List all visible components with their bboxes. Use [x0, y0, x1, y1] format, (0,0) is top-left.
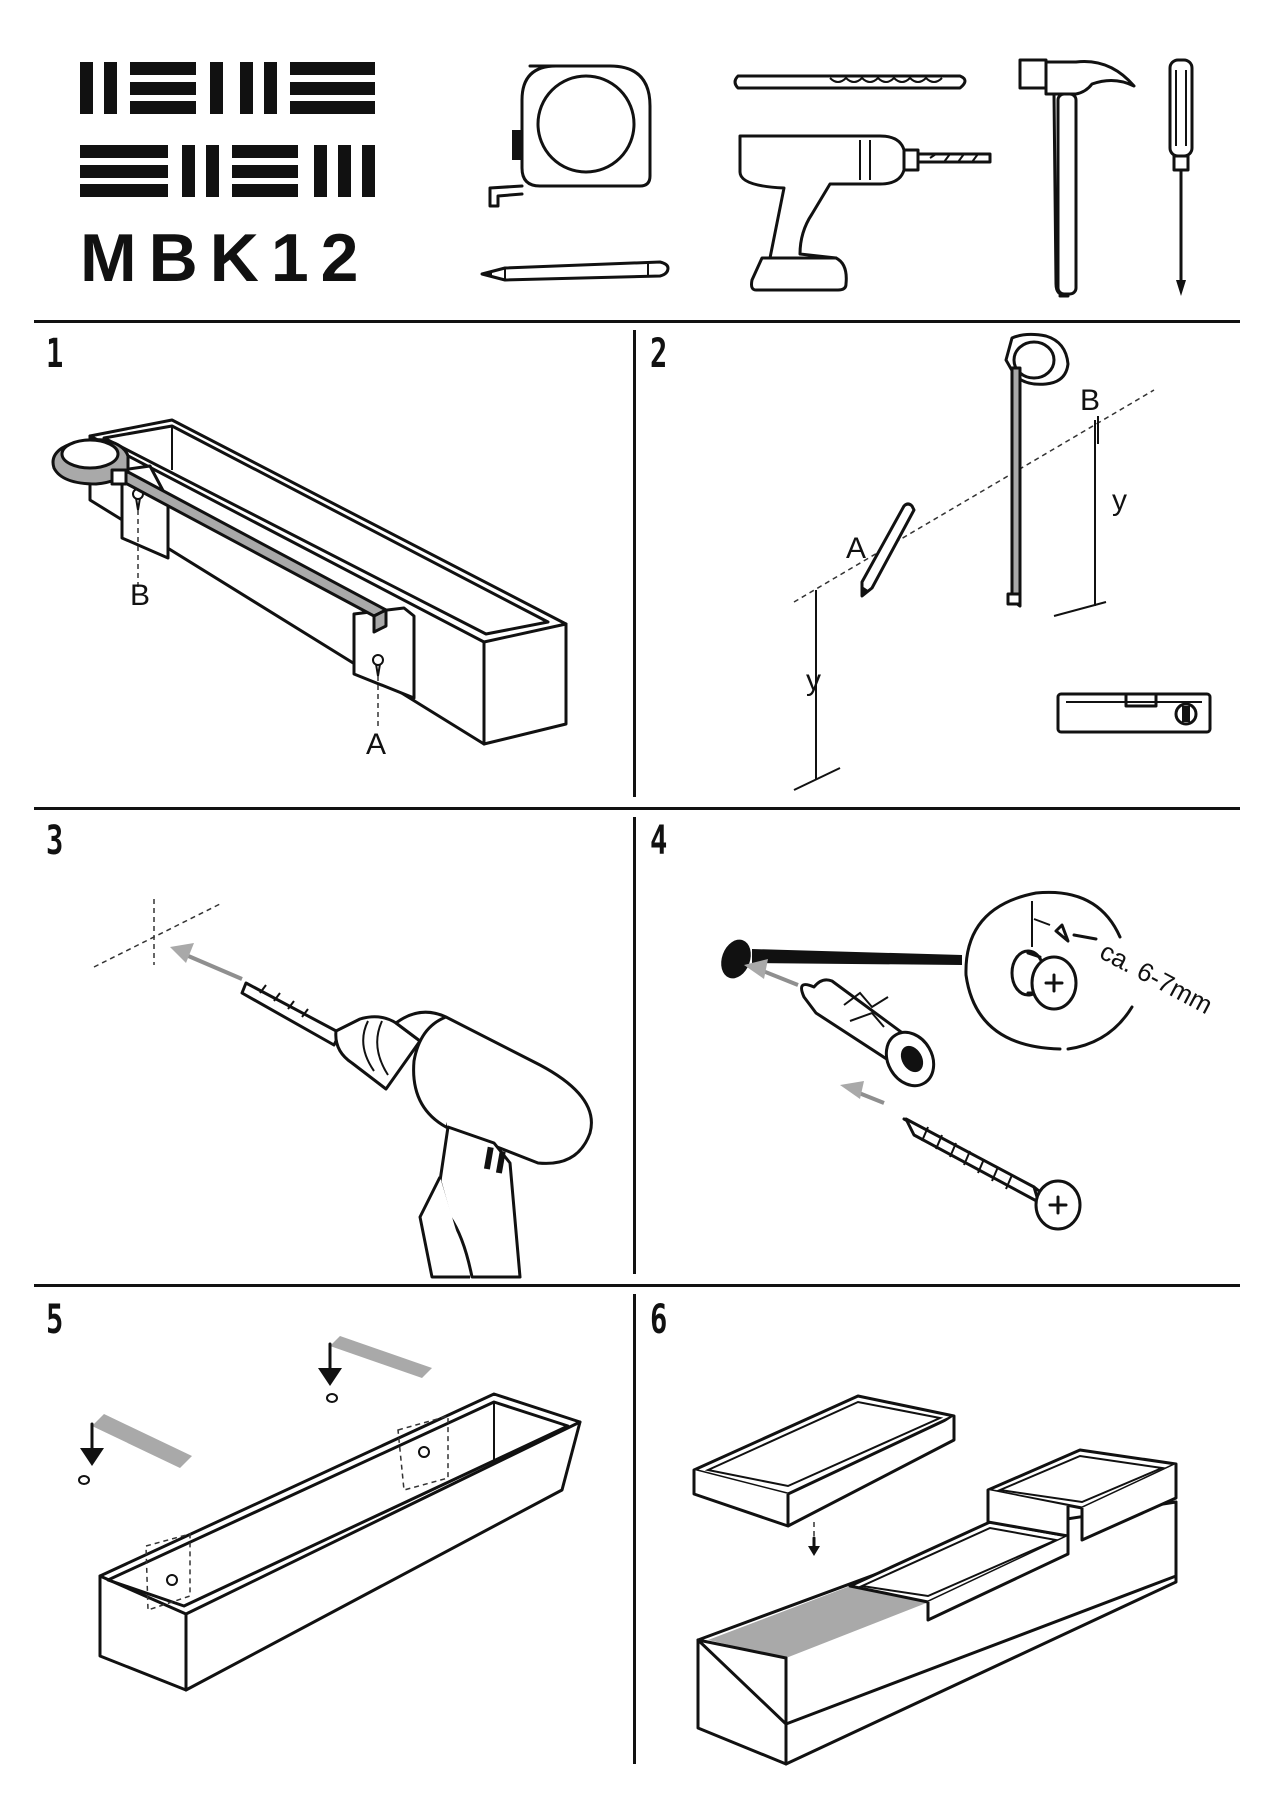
step-5-illustration: [78, 1336, 582, 1692]
step-number: 3: [46, 818, 64, 864]
step-number: 6: [650, 1297, 668, 1343]
marker-a: A: [366, 728, 386, 761]
drill-depth-note: ca. 6-7mm: [1095, 936, 1218, 1020]
step-1-illustration: [51, 418, 568, 746]
divider-row-1: [34, 807, 1240, 810]
step-number: 4: [650, 818, 668, 864]
step-6-illustration: [692, 1394, 1178, 1766]
tools-row: [480, 58, 1194, 298]
step-4-illustration: [721, 890, 1134, 1231]
step-number: 1: [46, 331, 64, 377]
step-1-labels: B A: [130, 579, 386, 761]
divider-header: [34, 320, 1240, 323]
step-2-panel: 2 A B y y: [636, 320, 1240, 807]
marker-a: A: [846, 532, 866, 565]
hammer-icon: [1018, 58, 1136, 298]
screwdriver-icon: [1168, 58, 1194, 296]
divider-col-row-3: [633, 1294, 636, 1764]
measuring-tape-icon: [488, 64, 652, 208]
step-4-labels: ca. 6-7mm: [1095, 936, 1218, 1020]
step-number: 2: [650, 331, 668, 377]
step-1-panel: 1 B A: [0, 320, 633, 807]
divider-col-row-2: [633, 817, 636, 1274]
pencil-icon: [480, 260, 670, 282]
step-5-panel: 5: [0, 1284, 633, 1774]
marker-b: B: [130, 579, 150, 612]
measure-y-right: y: [1112, 484, 1127, 517]
brand-logo-glyphs: [80, 62, 375, 197]
divider-row-2: [34, 1284, 1240, 1287]
brand-logo-text: MBK12: [80, 220, 371, 296]
step-3-illustration: [93, 899, 593, 1279]
step-2-illustration: [793, 332, 1212, 791]
step-4-panel: 4: [636, 807, 1240, 1284]
drill-bit-icon: [733, 74, 967, 90]
cordless-drill-icon: [738, 134, 992, 292]
divider-col-row-1: [633, 330, 636, 797]
step-2-labels: A B y y: [806, 384, 1127, 697]
step-6-panel: 6: [636, 1284, 1240, 1774]
step-3-panel: 3: [0, 807, 633, 1284]
step-number: 5: [46, 1297, 64, 1343]
measure-y-left: y: [806, 664, 821, 697]
marker-b: B: [1080, 384, 1100, 417]
